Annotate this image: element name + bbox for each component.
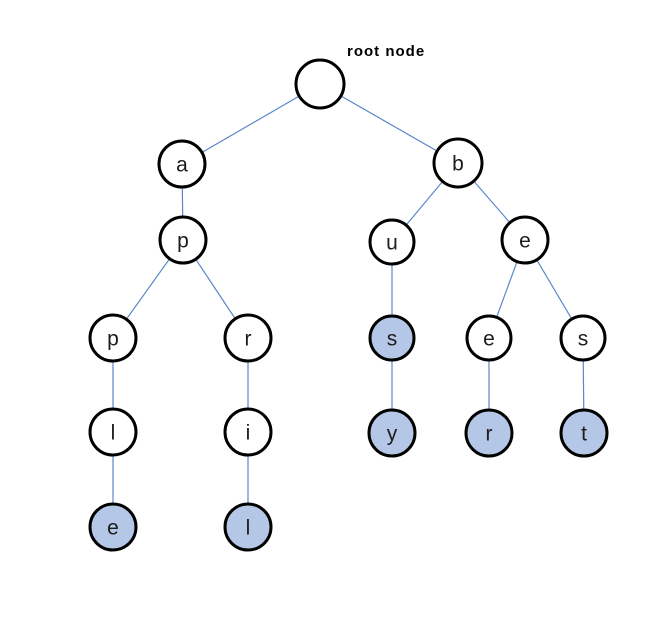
trie-node-apri-letter: i	[246, 422, 251, 445]
trie-node-busy-letter: y	[387, 423, 398, 446]
trie-node-ap	[158, 215, 208, 265]
trie-node-beer-letter: r	[486, 423, 493, 446]
trie-node-b-letter: b	[452, 153, 464, 176]
trie-node-bus-letter: s	[387, 328, 398, 351]
trie-node-b	[432, 137, 484, 189]
trie-node-bes	[559, 314, 607, 362]
trie-node-app-letter: p	[107, 328, 119, 351]
trie-node-bu-letter: u	[386, 232, 398, 255]
trie-node-bes-letter: s	[578, 328, 589, 351]
trie-node-apple	[88, 502, 138, 552]
trie-node-april	[223, 502, 273, 552]
trie-node-ap-letter: p	[177, 230, 189, 253]
trie-node-root	[294, 58, 346, 110]
trie-node-apple-letter: e	[107, 517, 119, 540]
trie-node-be	[500, 215, 550, 265]
trie-node-april-letter: l	[246, 517, 251, 540]
trie-node-apri	[223, 407, 273, 457]
trie-node-bee	[465, 314, 513, 362]
tree-edge-root-b	[319, 83, 459, 164]
trie-node-bee-letter: e	[483, 328, 495, 351]
trie-node-busy	[367, 408, 417, 458]
trie-node-app	[88, 313, 138, 363]
trie-node-best	[559, 408, 609, 458]
trie-node-be-letter: e	[519, 230, 531, 253]
root-node-label: root node	[347, 43, 426, 60]
trie-node-apr-letter: r	[245, 328, 252, 351]
trie-node-appl	[88, 407, 138, 457]
trie-node-a-letter: a	[176, 154, 188, 177]
trie-node-apr	[223, 313, 273, 363]
trie-node-bu	[368, 218, 416, 266]
trie-node-best-letter: t	[581, 423, 587, 446]
trie-node-appl-letter: l	[111, 422, 116, 445]
tree-edge-root-a	[181, 83, 321, 165]
trie-node-a	[157, 139, 207, 189]
trie-node-bus	[368, 314, 416, 362]
trie-node-beer	[464, 408, 514, 458]
